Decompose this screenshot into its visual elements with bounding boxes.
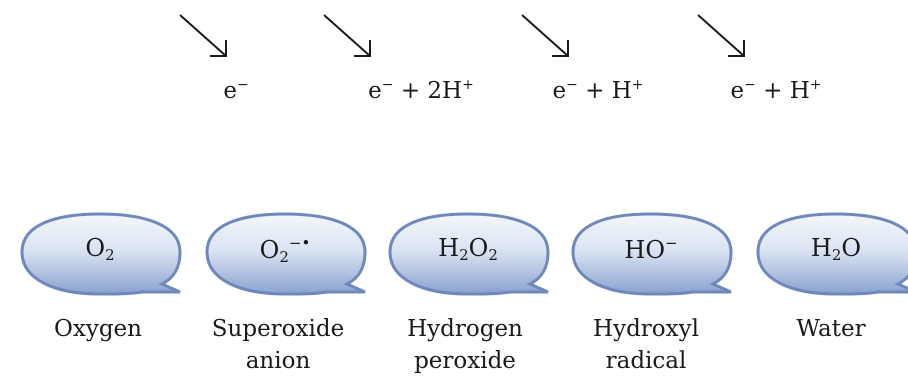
- species-name-superoxide: Superoxide anion: [211, 316, 345, 374]
- species-bubble-hydroxyl: [571, 212, 733, 296]
- step-label: e− + 2H+: [368, 77, 474, 104]
- species-bubble-hydrogen-peroxide: [388, 212, 550, 296]
- step-label: e− + H+: [730, 77, 822, 104]
- arrow-down-right-icon: [521, 14, 569, 57]
- species-name-water: Water: [796, 316, 866, 342]
- step-label: e− + H+: [552, 77, 644, 104]
- formula-hydrogen-peroxide: H2O2: [438, 234, 498, 264]
- formula-hydroxyl: HO−: [624, 234, 678, 264]
- formula-water: H2O: [810, 234, 862, 264]
- formula-superoxide: O2−•: [259, 234, 311, 266]
- species-name-hydrogen-peroxide: Hydrogen peroxide: [407, 316, 523, 374]
- formula-oxygen: O2: [85, 234, 115, 264]
- arrow-down-right-icon: [697, 14, 745, 57]
- arrow-down-right-icon: [179, 14, 227, 57]
- species-name-hydroxyl: Hydroxyl radical: [593, 316, 699, 374]
- species-bubble-water: [756, 212, 908, 296]
- step-label: e−: [223, 77, 249, 104]
- species-bubble-superoxide: [205, 212, 367, 296]
- species-name-oxygen: Oxygen: [54, 316, 142, 342]
- species-bubble-oxygen: [20, 212, 182, 296]
- arrow-down-right-icon: [323, 14, 371, 57]
